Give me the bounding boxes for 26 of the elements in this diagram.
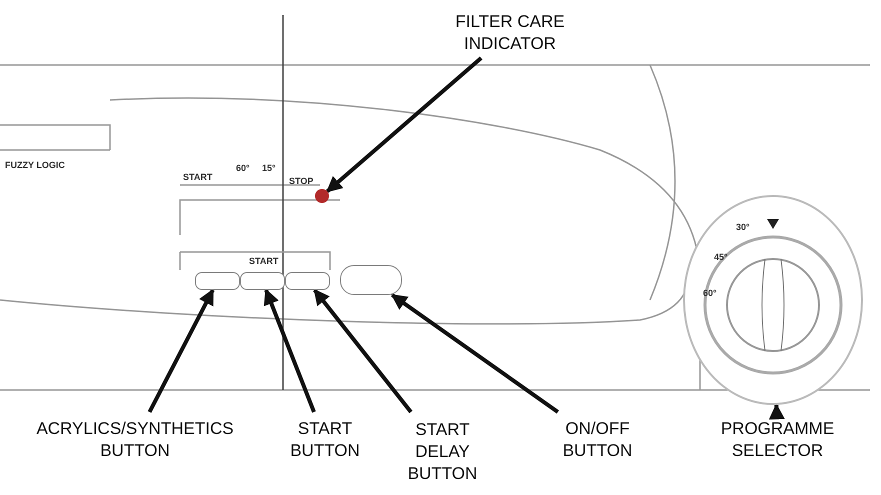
callout-label: ON/OFF BUTTON <box>550 412 645 468</box>
panel-marking: START <box>249 256 278 266</box>
panel-marking: 45° <box>714 252 728 262</box>
push-button <box>340 265 402 295</box>
callout-label: START DELAY BUTTON <box>410 412 475 492</box>
callout-label: PROGRAMME SELECTOR <box>690 412 865 468</box>
leader-arrow <box>326 56 482 193</box>
panel-marking: 60° <box>236 163 250 173</box>
leader-arrow <box>768 403 785 420</box>
leader-arrow <box>390 293 560 414</box>
callout-label: START BUTTON <box>290 412 360 468</box>
panel-marking: 60° <box>703 288 717 298</box>
panel-marking: 15° <box>262 163 276 173</box>
push-button <box>285 272 330 290</box>
push-button <box>195 272 240 290</box>
panel-marking: START <box>183 172 212 182</box>
leader-arrow <box>264 288 316 413</box>
callout-label: FILTER CARE INDICATOR <box>440 8 580 58</box>
push-button <box>240 272 285 290</box>
callout-label: ACRYLICS/SYNTHETICS BUTTON <box>5 412 265 468</box>
panel-text: FUZZY LOGIC <box>5 160 65 170</box>
leader-arrow <box>313 288 412 414</box>
panel-marking: STOP <box>289 176 314 186</box>
indicator-light <box>315 189 329 203</box>
leader-arrow <box>148 288 215 413</box>
panel-marking: 30° <box>736 222 750 232</box>
